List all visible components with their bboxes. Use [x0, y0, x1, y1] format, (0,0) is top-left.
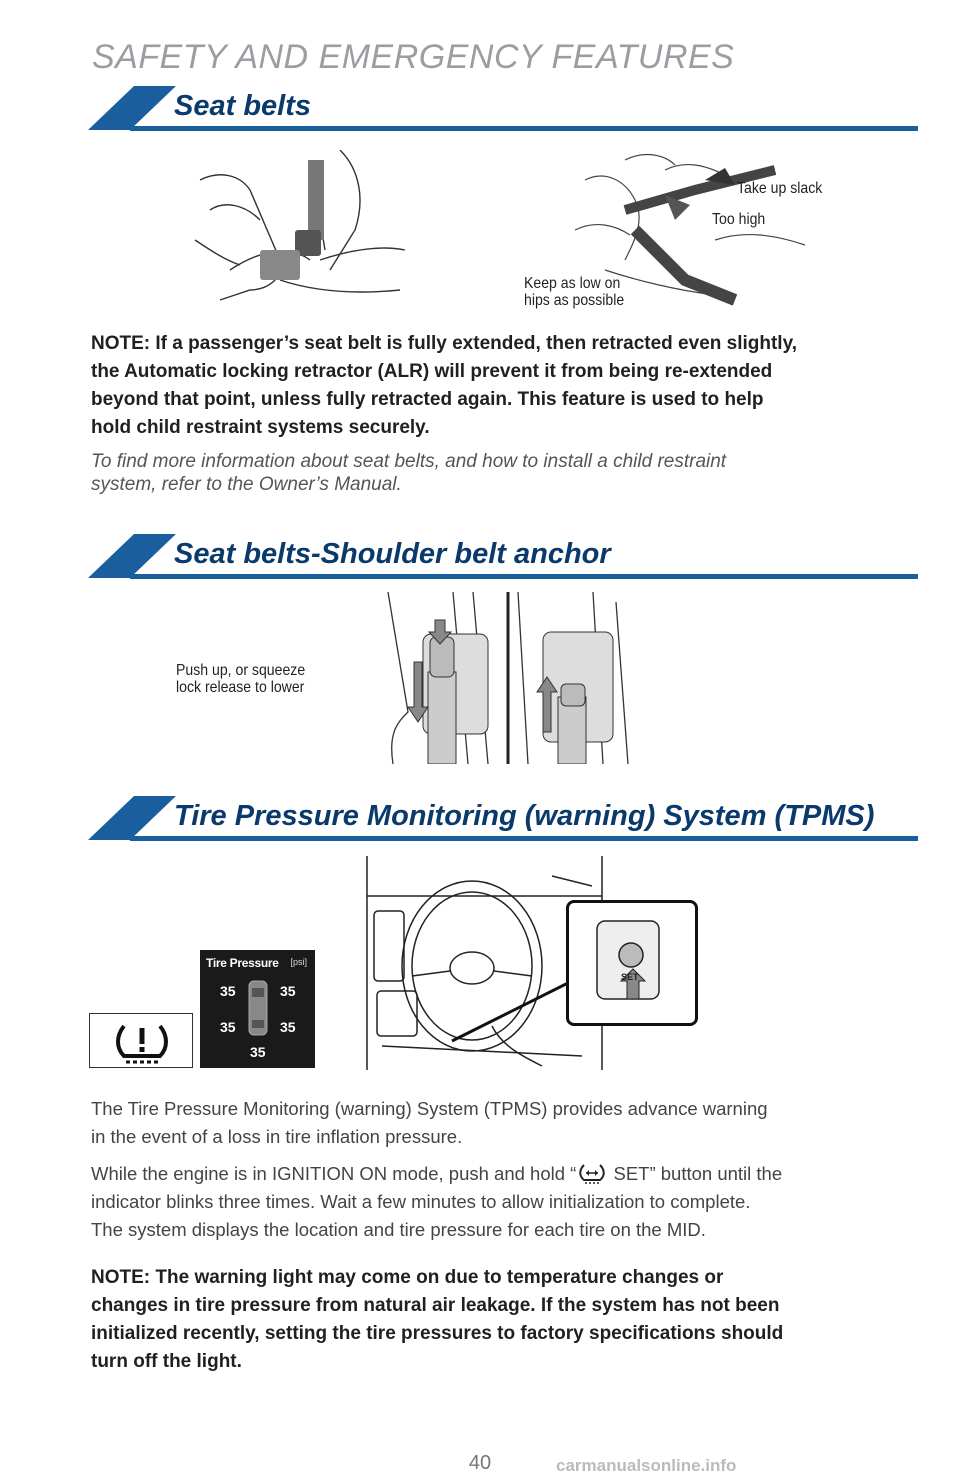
- para-line: The Tire Pressure Monitoring (warning) S…: [91, 1098, 768, 1119]
- section-title: Seat belts-Shoulder belt anchor: [174, 538, 611, 570]
- tpms-set-inline-icon: [579, 1164, 606, 1184]
- para-line-part: While the engine is in IGNITION ON mode,…: [91, 1163, 577, 1184]
- tire-pressure-title: Tire Pressure: [206, 956, 279, 970]
- info-line: system, refer to the Owner’s Manual.: [91, 474, 402, 495]
- section-tab-graphic: [88, 796, 918, 841]
- section-tab-graphic: [88, 534, 918, 579]
- shoulder-anchor-illustration: [387, 592, 629, 764]
- para-line: in the event of a loss in tire inflation…: [91, 1126, 463, 1147]
- tire-pressure-unit: [psi]: [290, 957, 307, 967]
- tpms-warning-light-box: [89, 1013, 193, 1068]
- set-button-callout: SET: [566, 900, 698, 1026]
- section-header-tpms: Tire Pressure Monitoring (warning) Syste…: [88, 796, 918, 844]
- tire-pressure-display: Tire Pressure [psi] 35 35 35 35 35: [200, 950, 315, 1068]
- buckle-illustration: [194, 150, 406, 301]
- seat-belt-note: NOTE: If a passenger’s seat belt is full…: [91, 330, 931, 442]
- too-high-label: Too high: [712, 211, 766, 228]
- note-line: NOTE: If a passenger’s seat belt is full…: [91, 333, 798, 354]
- section-title: Tire Pressure Monitoring (warning) Syste…: [174, 800, 875, 832]
- para-line: The system displays the location and tir…: [91, 1219, 706, 1240]
- rear-left-pressure: 35: [220, 1019, 236, 1035]
- keep-low-label-line2: hips as possible: [524, 292, 625, 309]
- page-number: 40: [468, 1452, 492, 1474]
- take-up-slack-label: Take up slack: [737, 180, 823, 197]
- lap-belt-illustration: [574, 153, 806, 306]
- tpms-note: NOTE: The warning light may come on due …: [91, 1264, 941, 1376]
- note-line: the Automatic locking retractor (ALR) wi…: [91, 361, 773, 382]
- section-header-seat-belts: Seat belts: [88, 86, 918, 134]
- page-header: SAFETY AND EMERGENCY FEATURES: [92, 38, 735, 76]
- front-right-pressure: 35: [280, 983, 296, 999]
- note-line: initialized recently, setting the tire p…: [91, 1323, 784, 1344]
- vehicle-top-view-icon: [248, 980, 268, 1036]
- para-line-part: SET” button until the: [608, 1163, 783, 1184]
- tpms-description: The Tire Pressure Monitoring (warning) S…: [91, 1095, 941, 1151]
- tpms-reset-instructions: While the engine is in IGNITION ON mode,…: [91, 1160, 951, 1244]
- front-left-pressure: 35: [220, 983, 236, 999]
- seat-belt-info: To find more information about seat belt…: [91, 450, 931, 496]
- rear-right-pressure: 35: [280, 1019, 296, 1035]
- anchor-label-line2: lock release to lower: [176, 679, 305, 696]
- watermark: carmanualsonline.info: [556, 1456, 737, 1475]
- note-line: beyond that point, unless fully retracte…: [91, 389, 764, 410]
- keep-low-label-line1: Keep as low on: [524, 275, 621, 292]
- set-button-closeup: [596, 920, 660, 1000]
- tpms-warning-icon: [116, 1024, 168, 1064]
- section-header-shoulder-anchor: Seat belts-Shoulder belt anchor: [88, 534, 918, 582]
- note-line: changes in tire pressure from natural ai…: [91, 1295, 780, 1316]
- section-title: Seat belts: [174, 90, 311, 122]
- para-line: indicator blinks three times. Wait a few…: [91, 1191, 751, 1212]
- spare-pressure: 35: [250, 1044, 266, 1060]
- note-line: turn off the light.: [91, 1351, 242, 1372]
- section-tab-graphic: [88, 86, 918, 131]
- note-line: hold child restraint systems securely.: [91, 417, 430, 438]
- info-line: To find more information about seat belt…: [91, 451, 727, 472]
- anchor-label-line1: Push up, or squeeze: [176, 662, 306, 679]
- note-line: NOTE: The warning light may come on due …: [91, 1267, 724, 1288]
- set-button-label: SET: [621, 972, 639, 982]
